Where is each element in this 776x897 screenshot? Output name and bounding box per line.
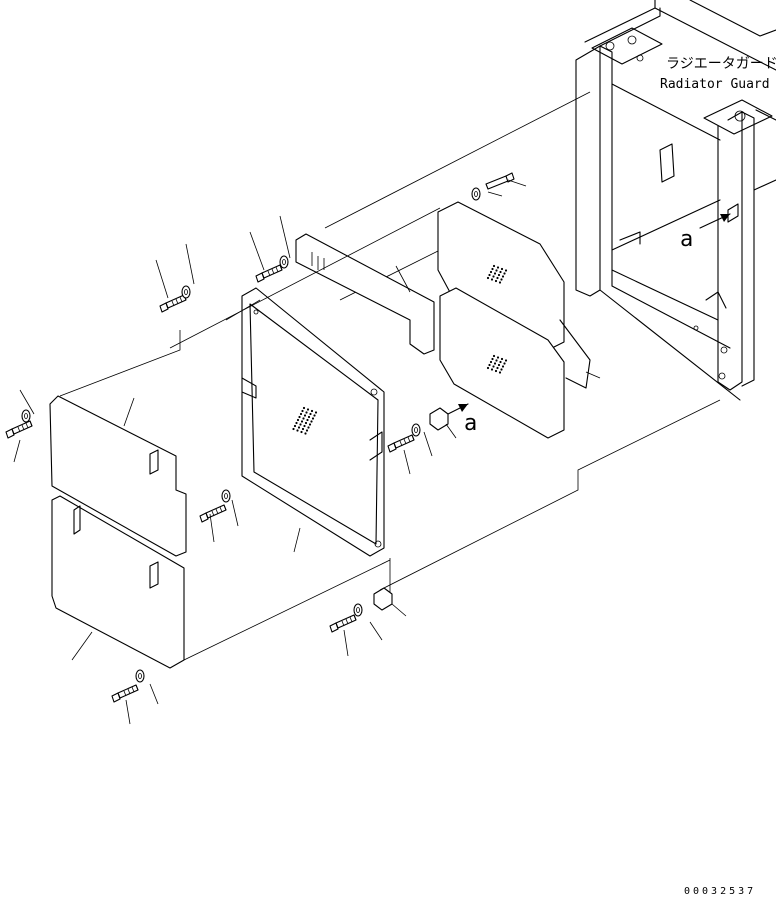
title-en: Radiator Guard	[660, 77, 770, 92]
bolt-icon	[159, 294, 187, 313]
direction-arrow-icon	[447, 213, 731, 415]
washer-icon	[471, 187, 481, 201]
bolt-icon	[485, 172, 515, 190]
bolt-icon	[111, 684, 139, 703]
ref-a-lower: a	[464, 411, 477, 436]
bolt-icon	[387, 434, 415, 453]
labels: ラジエータガード Radiator Guard a a 00032537	[464, 56, 776, 897]
perforation-grid-center	[292, 406, 318, 435]
center-guard-panel	[241, 287, 385, 557]
radiator-guard-frame	[324, 0, 776, 401]
bolt-icon	[255, 264, 283, 283]
top-strip-plate	[295, 233, 435, 355]
guide-lines	[169, 207, 721, 661]
left-guard-panels	[49, 330, 187, 669]
fasteners	[5, 172, 515, 703]
ref-a-upper: a	[680, 227, 693, 252]
perforation-grid-upper	[486, 264, 508, 284]
rear-guard-panels	[437, 201, 591, 439]
perforation-grid-lower	[486, 354, 508, 374]
bolt-icon	[199, 504, 227, 523]
washer-icon	[353, 603, 363, 617]
drawing-code: 00032537	[684, 886, 756, 897]
bolt-icon	[5, 420, 33, 439]
washer-icon	[181, 285, 191, 299]
leader-lines	[13, 179, 601, 725]
washer-icon	[411, 423, 421, 437]
washer-icon	[21, 409, 31, 423]
bolt-icon	[329, 614, 357, 633]
washer-icon	[279, 255, 289, 269]
washer-icon	[221, 489, 231, 503]
title-jp: ラジエータガード	[666, 56, 776, 72]
washer-icon	[135, 669, 145, 683]
